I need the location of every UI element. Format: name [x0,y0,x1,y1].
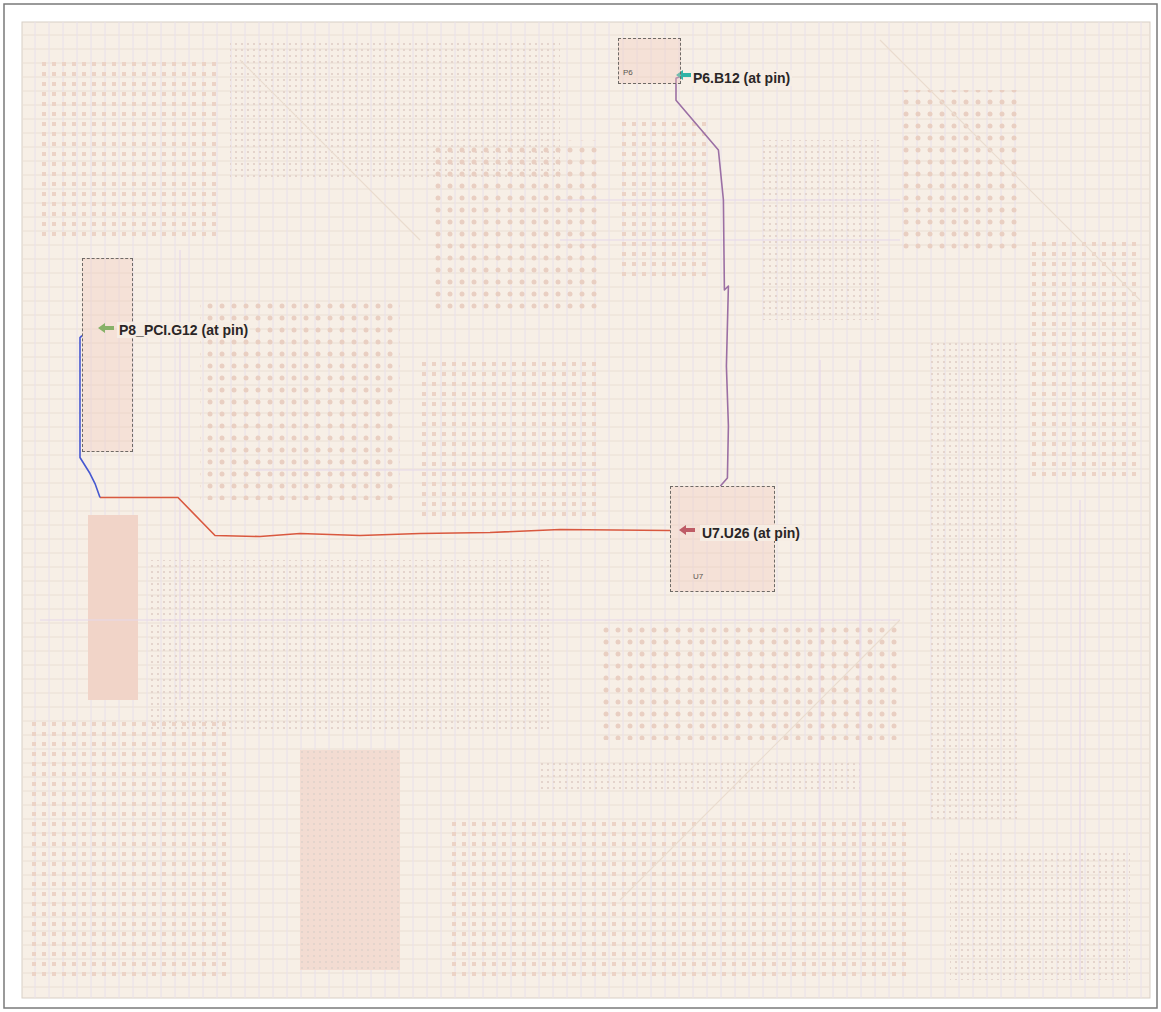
component-outline: U7.U26 (at pin)U7 [670,486,775,592]
pin-markers [98,70,695,535]
trace-group [80,76,728,536]
pin-label: U7.U26 (at pin) [700,525,802,541]
component-outline: P8_PCI.G12 (at pin) [82,258,133,452]
trace-segment [676,76,728,486]
pin-label: P8_PCI.G12 (at pin) [117,322,250,338]
pin-label: P6.B12 (at pin) [691,70,792,86]
routed-trace [80,336,670,537]
ref-designator: P6 [623,68,633,78]
routed-trace [676,76,728,486]
ref-designator: U7 [693,572,703,582]
trace-segment [100,498,670,537]
component-outline: P6P6.B12 (at pin) [618,38,681,84]
